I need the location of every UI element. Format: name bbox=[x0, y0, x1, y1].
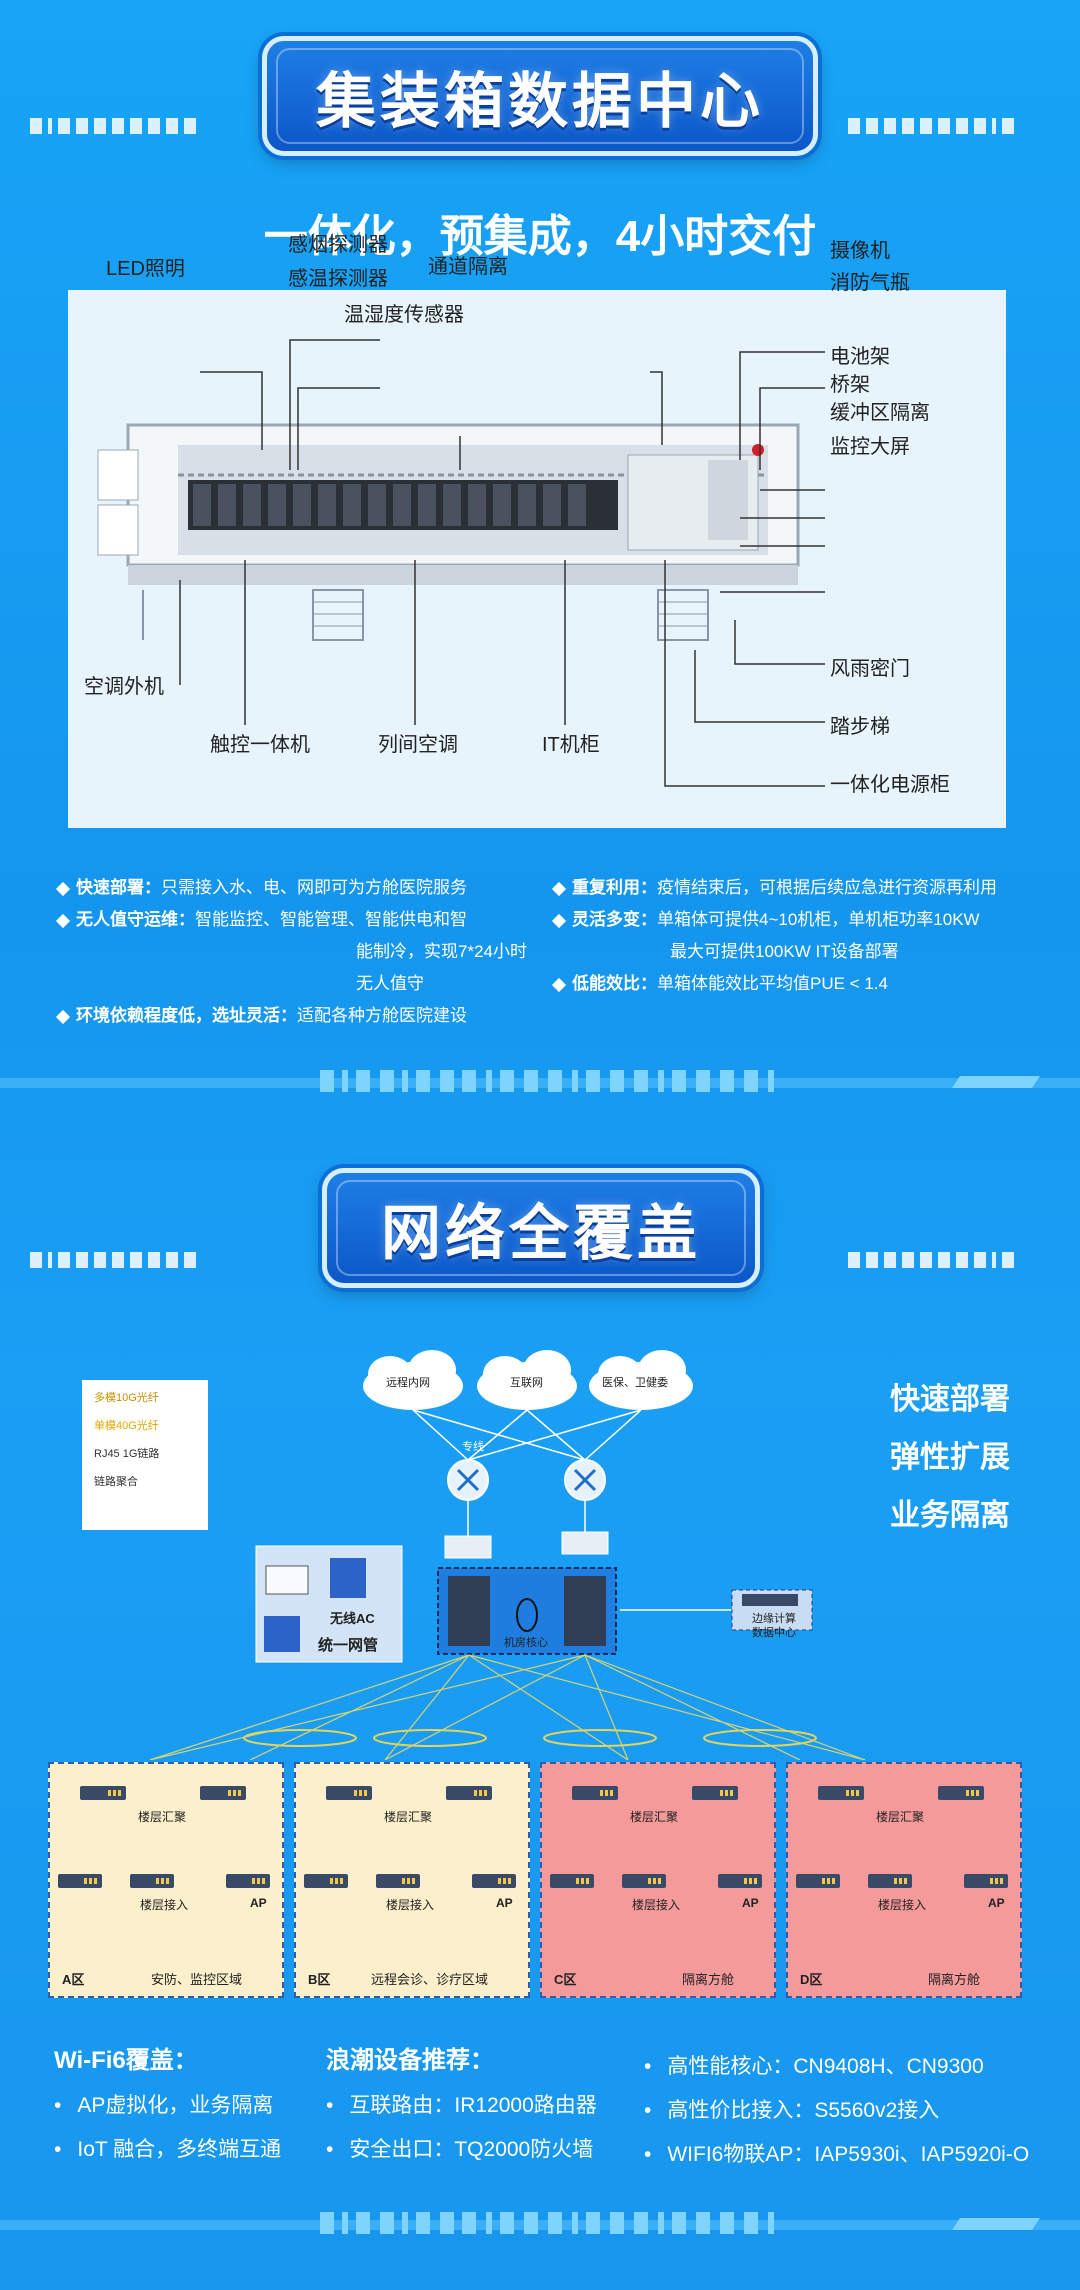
diamond-bullet-icon bbox=[551, 913, 567, 928]
dedicated-line-label: 专线 bbox=[462, 1441, 484, 1453]
feature-low-dependency: 环境依赖程度低，选址灵活：适配各种方舱医院建设 bbox=[55, 1000, 528, 1032]
legend-aggregation: 链路聚合 bbox=[94, 1476, 138, 1488]
label-temp: 感温探测器 bbox=[288, 268, 388, 290]
label-touch: 触控一体机 bbox=[210, 734, 310, 756]
legend-rj45: RJ45 1G链路 bbox=[94, 1448, 160, 1460]
zone-d: 楼层汇聚 楼层接入 AP D区 隔离方舱 bbox=[786, 1762, 1022, 1998]
cloud-internet: 互联网 bbox=[510, 1377, 543, 1389]
more-products-block: 高性能核心：CN9408H、CN9300 高性价比接入：S5560v2接入 WI… bbox=[644, 2036, 1029, 2168]
product-item: 高性能核心：CN9408H、CN9300 bbox=[644, 2050, 1029, 2080]
recommend-item: 互联路由：IR12000路由器 bbox=[326, 2089, 596, 2119]
section1-title-banner: 集装箱数据中心 bbox=[262, 36, 818, 156]
decor-dashes-right bbox=[848, 118, 1014, 134]
feature-reuse: 重复利用：疫情结束后，可根据后续应急进行资源再利用 bbox=[551, 872, 1054, 904]
product-item: 高性价比接入：S5560v2接入 bbox=[644, 2094, 1029, 2124]
feature-unattended-cont: 能制冷，实现7*24小时无人值守 bbox=[356, 942, 527, 993]
label-aisle: 通道隔离 bbox=[428, 256, 508, 278]
network-legend: 多模10G光纤 单模40G光纤 RJ45 1G链路 链路聚合 bbox=[82, 1380, 208, 1530]
diamond-bullet-icon bbox=[55, 1009, 71, 1024]
feature-pue: 低能效比：单箱体能效比平均值PUE < 1.4 bbox=[551, 968, 1054, 1000]
section2-title-banner: 网络全覆盖 bbox=[322, 1168, 760, 1288]
feature-unattended: 无人值守运维：智能监控、智能管理、智能供电和智 bbox=[55, 904, 528, 936]
decor-dashes-right-2 bbox=[848, 1252, 1014, 1268]
section1-subtitle: 一体化，预集成，4小时交付 bbox=[263, 212, 817, 261]
container-diagram: LED照明 感烟探测器 感温探测器 温湿度传感器 通道隔离 摄像机 消防气瓶 电… bbox=[68, 234, 1006, 828]
label-smoke: 感烟探测器 bbox=[288, 234, 388, 256]
feature-fast-deploy: 快速部署：只需接入水、电、网即可为方舱医院服务 bbox=[55, 872, 528, 904]
recommend-block: 浪潮设备推荐： 互联路由：IR12000路由器 安全出口：TQ2000防火墙 bbox=[326, 2040, 597, 2163]
label-led: LED照明 bbox=[106, 258, 185, 280]
label-it-rack: IT机柜 bbox=[542, 734, 600, 756]
section1-title: 集装箱数据中心 bbox=[316, 66, 764, 137]
cloud-health-insurance: 医保、卫健委 bbox=[602, 1377, 668, 1389]
label-fire: 消防气瓶 bbox=[830, 272, 910, 294]
recommend-item: 安全出口：TQ2000防火墙 bbox=[326, 2133, 597, 2163]
label-buffer: 缓冲区隔离 bbox=[830, 402, 930, 424]
diamond-bullet-icon bbox=[55, 881, 71, 896]
wifi6-item: AP虚拟化，业务隔离 bbox=[54, 2089, 281, 2119]
slogan-isolation: 业务隔离 bbox=[890, 1499, 1010, 1532]
label-camera: 摄像机 bbox=[830, 240, 890, 262]
label-screen: 监控大屏 bbox=[830, 436, 910, 458]
recommend-heading: 浪潮设备推荐： bbox=[326, 2047, 494, 2074]
diagram-leader-lines bbox=[179, 339, 825, 787]
unified-mgmt-label: 统一网管 bbox=[318, 1637, 379, 1654]
label-battery: 电池架 bbox=[830, 346, 890, 368]
slogan-elastic: 弹性扩展 bbox=[890, 1441, 1010, 1474]
edge-dc-label-1: 边缘计算 bbox=[752, 1613, 796, 1625]
network-topology bbox=[149, 1350, 866, 1760]
features-right: 重复利用：疫情结束后，可根据后续应急进行资源再利用 灵活多变：单箱体可提供4~1… bbox=[551, 872, 1054, 1000]
legend-multimode: 多模10G光纤 bbox=[94, 1392, 159, 1404]
wifi6-block: Wi-Fi6覆盖： AP虚拟化，业务隔离 IoT 融合，多终端互通 bbox=[54, 2040, 281, 2163]
container-illustration bbox=[97, 423, 800, 641]
slogan-fast-deploy: 快速部署 bbox=[890, 1383, 1010, 1416]
diamond-bullet-icon bbox=[55, 913, 71, 928]
edge-dc-label-2: 数据中心 bbox=[752, 1627, 796, 1639]
cloud-remote-intranet: 远程内网 bbox=[386, 1377, 430, 1389]
label-stairs: 踏步梯 bbox=[830, 716, 890, 738]
wifi6-heading: Wi-Fi6覆盖： bbox=[54, 2047, 198, 2074]
section-divider-2 bbox=[0, 2212, 1080, 2234]
section2-title: 网络全覆盖 bbox=[381, 1198, 701, 1269]
label-bridge: 桥架 bbox=[830, 374, 870, 396]
wifi6-item: IoT 融合，多终端互通 bbox=[54, 2133, 281, 2163]
zone-c: 楼层汇聚 楼层接入 AP C区 隔离方舱 bbox=[540, 1762, 776, 1998]
label-ac-outdoor: 空调外机 bbox=[84, 676, 164, 698]
product-item: WIFI6物联AP：IAP5930i、IAP5920i-O bbox=[644, 2138, 1029, 2168]
feature-flexible: 灵活多变：单箱体可提供4~10机柜，单机柜功率10KW bbox=[551, 904, 1054, 936]
diamond-bullet-icon bbox=[551, 977, 567, 992]
zone-a: 楼层汇聚 楼层接入 AP A区 安防、监控区域 bbox=[48, 1762, 284, 1998]
core-label: 机房核心 bbox=[504, 1637, 548, 1649]
decor-dashes-left-2 bbox=[30, 1252, 196, 1268]
diamond-bullet-icon bbox=[551, 881, 567, 896]
feature-flexible-cont: 最大可提供100KW IT设备部署 bbox=[670, 942, 899, 961]
zone-b: 楼层汇聚 楼层接入 AP B区 远程会诊、诊疗区域 bbox=[294, 1762, 530, 1998]
label-humidity: 温湿度传感器 bbox=[344, 304, 464, 326]
label-power: 一体化电源柜 bbox=[830, 774, 950, 796]
label-row-ac: 列间空调 bbox=[378, 734, 458, 756]
label-door: 风雨密门 bbox=[830, 658, 910, 680]
legend-singlemode: 单模40G光纤 bbox=[94, 1420, 159, 1432]
wireless-ac-label: 无线AC bbox=[330, 1611, 375, 1626]
section-divider-1 bbox=[0, 1070, 1080, 1092]
decor-dashes-left bbox=[30, 118, 196, 134]
features-left: 快速部署：只需接入水、电、网即可为方舱医院服务 无人值守运维：智能监控、智能管理… bbox=[55, 872, 528, 1032]
